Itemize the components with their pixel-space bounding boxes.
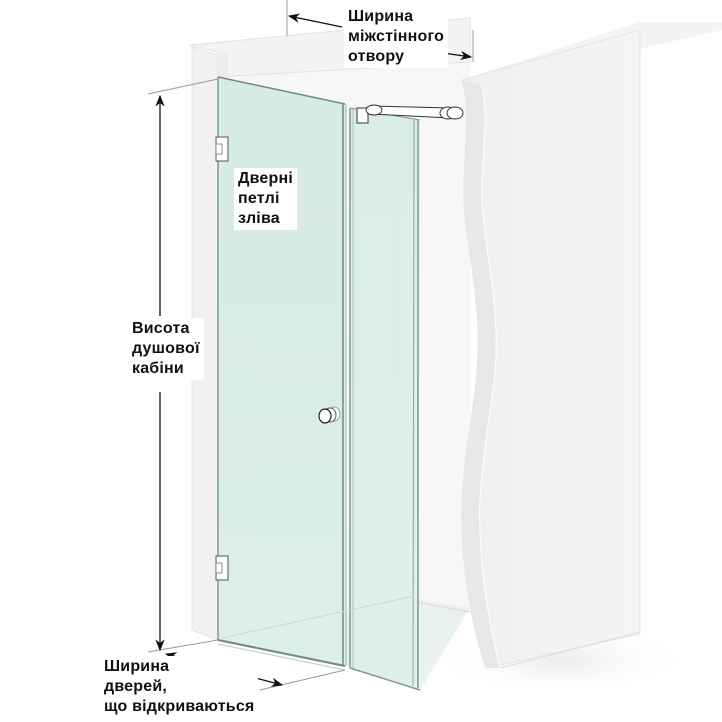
fixed-panel — [349, 107, 421, 691]
hinges-left-line-1: Дверні — [238, 170, 294, 187]
opening-width-line-2: міжстінного — [348, 28, 445, 45]
opening-width-label: Ширина міжстінного отвору — [344, 6, 449, 68]
cabin-height-line-2: душової — [132, 340, 200, 357]
door-width-line-2: дверей, — [104, 678, 168, 695]
cabin-height-label: Висота душової кабіни — [128, 318, 204, 380]
hinges-left-line-3: зліва — [238, 210, 280, 227]
door-width-label: Ширина дверей, що відкриваються — [100, 656, 259, 718]
door-width-line-3: що відкриваються — [104, 698, 255, 715]
hinges-left-line-2: петлі — [238, 190, 280, 207]
hinges-left-label: Дверні петлі зліва — [234, 168, 298, 230]
top-hinge — [215, 136, 229, 162]
right-wall — [461, 22, 722, 669]
bottom-hinge — [215, 555, 229, 581]
door-width-line-1: Ширина — [104, 658, 170, 675]
opening-width-line-3: отвору — [348, 48, 405, 65]
door-knob — [318, 406, 341, 424]
opening-width-line-1: Ширина — [348, 8, 414, 25]
cabin-height-line-3: кабіни — [132, 360, 184, 377]
support-bar — [356, 104, 464, 124]
cabin-height-line-1: Висота — [132, 320, 190, 337]
